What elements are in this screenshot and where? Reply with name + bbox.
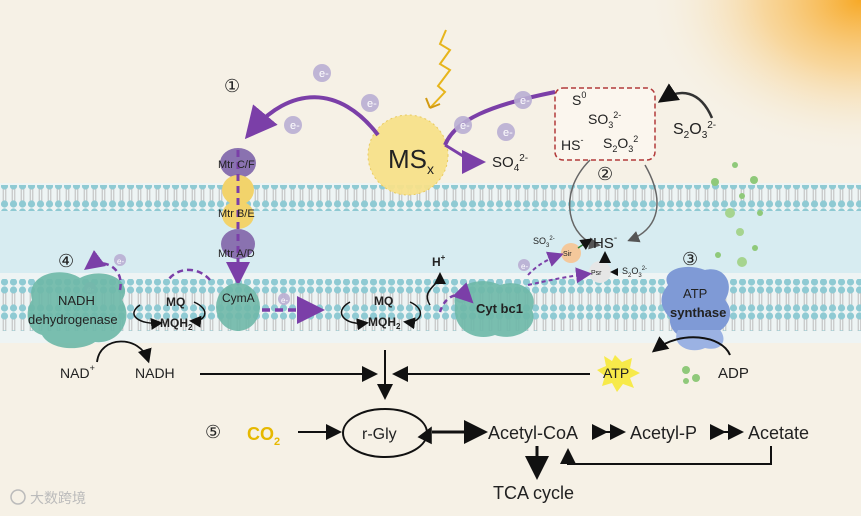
atp-burst [597,355,640,392]
nad-label: NAD+ [60,363,95,381]
psr-label: Psr [591,270,602,277]
sulfate-label: SO42- [492,153,528,174]
step-5-label: ⑤ [205,422,221,442]
cyma-protein [216,283,260,331]
atp-synthase-label-2: synthase [670,305,726,320]
svg-text:e-: e- [521,262,528,271]
adp-label: ADP [718,365,749,382]
electron-icon: e- [497,123,515,141]
sir-enzyme [561,243,581,263]
electron-icon: e- [284,116,302,134]
step-3-label: ③ [682,249,698,270]
sulfur-intermediates-box [554,87,656,161]
mtr-ad-label: Mtr A/D [218,248,255,260]
nadh-dehydrogenase-protein [27,272,127,349]
svg-text:e-: e- [503,127,513,139]
watermark-logo-icon [10,489,26,505]
inner-membrane [0,279,861,305]
thiosulfate-small-label: S2O32- [622,266,647,279]
s0-label: S0 [572,90,586,108]
cyt-bc1-protein [454,281,534,337]
cyma-label: CymA [222,291,255,305]
svg-text:e-: e- [117,257,124,266]
sulfite-small-label: SO32- [533,236,555,249]
electron-icon: e- [361,94,379,112]
electron-icon: e- [454,116,472,134]
acetate-label: Acetate [748,423,809,443]
electron-icon: e- [518,259,530,271]
sulfite-label: SO32- [588,110,621,130]
electron-icon: e- [514,91,532,109]
periplasm [0,211,861,273]
svg-text:e-: e- [319,68,329,80]
nadh-dh-label-1: NADH [58,293,95,308]
thiosulfate-particles [711,162,763,267]
mineral-label: MSx [388,144,434,177]
step-2-label: ② [597,164,613,185]
acetyl-p-label: Acetyl-P [630,423,697,443]
mineral-particle [368,115,448,195]
sir-label: Sir [563,251,572,258]
atp-synthase-protein [661,266,731,339]
mqh2-label-mid: MQH2 [368,315,401,331]
hs-mid-label: HS- [593,233,617,252]
psr-enzyme [589,261,611,283]
thiosulfate-label: S2O32- [673,120,716,141]
light-ray [429,29,452,109]
electron-transfer-arrow [244,95,380,140]
mq-label-left: MQ [166,295,185,309]
svg-text:e-: e- [290,120,300,132]
proton-label: H+ [432,253,446,269]
svg-text:e-: e- [281,296,288,305]
tca-label: TCA cycle [493,483,574,503]
svg-text:e-: e- [520,95,530,107]
mtr-cf-label: Mtr C/F [218,159,255,171]
svg-text:e-: e- [460,120,470,132]
mtr-be-label: Mtr B/E [218,208,255,220]
nadh-label: NADH [135,365,175,381]
hs-label: HS- [561,135,583,153]
outer-membrane [0,185,861,211]
acetyl-coa-label: Acetyl-CoA [488,423,578,443]
cyt-bc1-label: Cyt bc1 [476,301,523,316]
electron-icon: e- [278,293,290,305]
atp-synthase-label-1: ATP [683,286,707,301]
watermark-label: 大数跨境 [30,490,86,506]
thiosulfate-box-label: S2O32 [603,134,638,154]
atp-label: ATP [603,365,629,381]
electron-icon: e- [114,254,126,266]
nadh-dh-label-2: dehydrogenase [28,312,118,327]
step-4-label: ④ [58,251,74,272]
rgly-label: r-Gly [362,426,397,443]
step-1-label: ① [224,76,240,97]
svg-text:e-: e- [367,98,377,110]
mq-label-mid: MQ [374,294,393,308]
electron-icon: e- [313,64,331,82]
mtr-complex [220,148,256,259]
co2-label: CO2 [247,424,280,448]
